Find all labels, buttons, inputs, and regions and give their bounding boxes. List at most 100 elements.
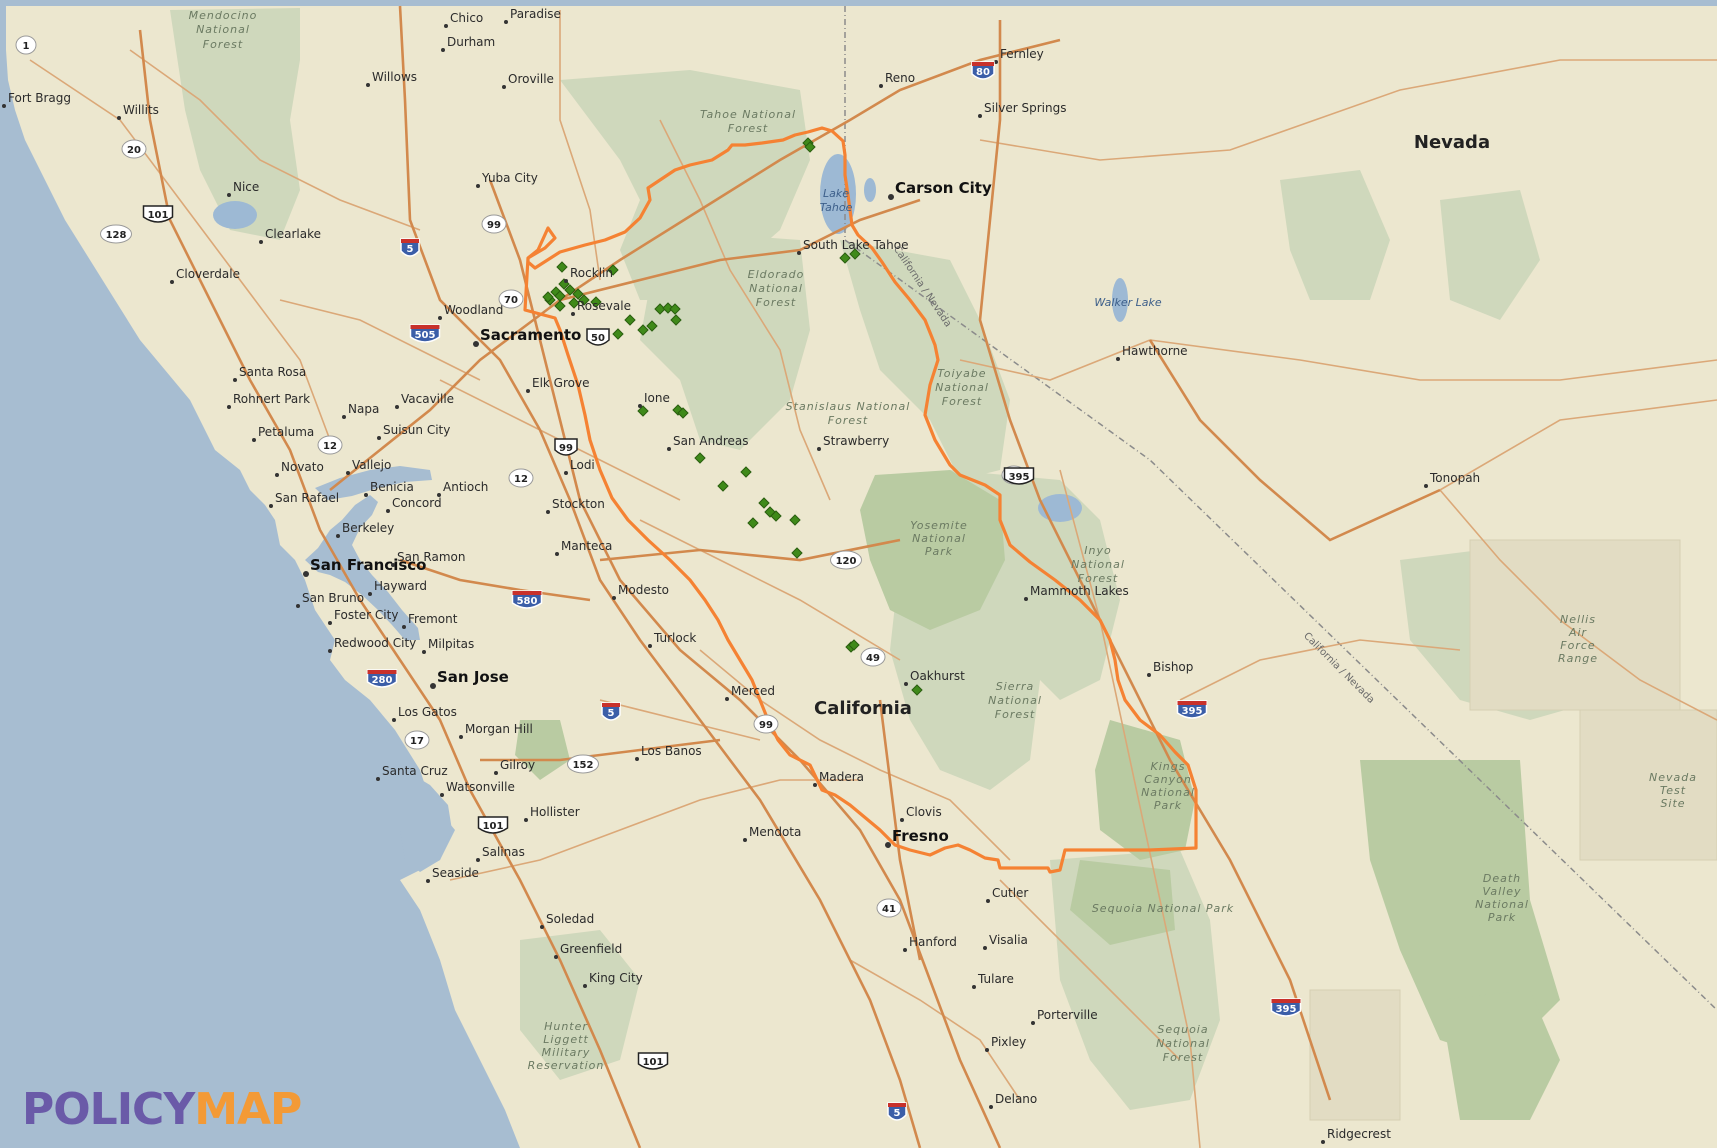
data-marker[interactable] [839, 252, 851, 264]
data-marker[interactable] [911, 684, 923, 696]
city-label-los-banos[interactable]: Los Banos [641, 744, 702, 758]
data-marker[interactable] [747, 517, 759, 529]
city-label-ridgecrest[interactable]: Ridgecrest [1327, 1127, 1391, 1141]
data-marker[interactable] [789, 514, 801, 526]
city-label-hollister[interactable]: Hollister [530, 805, 580, 819]
city-label-hanford[interactable]: Hanford [909, 935, 957, 949]
city-label-fresno[interactable]: Fresno [892, 827, 949, 845]
city-label-strawberry[interactable]: Strawberry [823, 434, 889, 448]
city-label-delano[interactable]: Delano [995, 1092, 1037, 1106]
city-label-hawthorne[interactable]: Hawthorne [1122, 344, 1188, 358]
city-label-santa-cruz[interactable]: Santa Cruz [382, 764, 448, 778]
city-label-pixley[interactable]: Pixley [991, 1035, 1026, 1049]
city-label-san-andreas[interactable]: San Andreas [673, 434, 748, 448]
city-label-silver-springs[interactable]: Silver Springs [984, 101, 1067, 115]
city-label-modesto[interactable]: Modesto [618, 583, 669, 597]
city-label-fremont[interactable]: Fremont [408, 612, 458, 626]
data-marker[interactable] [542, 291, 554, 303]
city-label-madera[interactable]: Madera [819, 770, 864, 784]
city-label-chico[interactable]: Chico [450, 11, 483, 25]
city-label-vallejo[interactable]: Vallejo [352, 458, 391, 472]
city-label-tulare[interactable]: Tulare [977, 972, 1014, 986]
data-marker[interactable] [572, 288, 584, 300]
data-marker[interactable] [848, 639, 860, 651]
city-label-oroville[interactable]: Oroville [508, 72, 554, 86]
city-label-concord[interactable]: Concord [392, 496, 442, 510]
city-label-redwood-city[interactable]: Redwood City [334, 636, 416, 650]
city-label-morgan-hill[interactable]: Morgan Hill [465, 722, 533, 736]
city-label-milpitas[interactable]: Milpitas [428, 637, 474, 651]
city-label-ione[interactable]: Ione [644, 391, 670, 405]
city-label-bishop[interactable]: Bishop [1153, 660, 1193, 674]
city-label-willows[interactable]: Willows [372, 70, 417, 84]
city-label-petaluma[interactable]: Petaluma [258, 425, 314, 439]
data-marker[interactable] [804, 141, 816, 153]
data-marker[interactable] [607, 264, 619, 276]
city-label-vacaville[interactable]: Vacaville [401, 392, 454, 406]
city-label-fernley[interactable]: Fernley [1000, 47, 1044, 61]
data-marker[interactable] [694, 452, 706, 464]
data-marker[interactable] [677, 407, 689, 419]
data-marker[interactable] [637, 324, 649, 336]
data-marker[interactable] [758, 497, 770, 509]
data-marker[interactable] [624, 314, 636, 326]
city-label-elk-grove[interactable]: Elk Grove [532, 376, 589, 390]
city-label-merced[interactable]: Merced [731, 684, 775, 698]
city-label-woodland[interactable]: Woodland [444, 303, 503, 317]
data-marker[interactable] [568, 297, 580, 309]
data-marker[interactable] [670, 314, 682, 326]
data-marker[interactable] [612, 328, 624, 340]
data-marker[interactable] [637, 405, 649, 417]
city-label-stockton[interactable]: Stockton [552, 497, 605, 511]
city-label-salinas[interactable]: Salinas [482, 845, 525, 859]
data-marker[interactable] [669, 303, 681, 315]
city-label-king-city[interactable]: King City [589, 971, 643, 985]
city-label-soledad[interactable]: Soledad [546, 912, 594, 926]
city-label-reno[interactable]: Reno [885, 71, 915, 85]
city-label-willits[interactable]: Willits [123, 103, 159, 117]
city-label-san-rafael[interactable]: San Rafael [275, 491, 339, 505]
city-label-nice[interactable]: Nice [233, 180, 259, 194]
city-label-clearlake[interactable]: Clearlake [265, 227, 321, 241]
city-label-watsonville[interactable]: Watsonville [446, 780, 515, 794]
region-boundary[interactable] [523, 126, 1198, 874]
data-marker[interactable] [556, 261, 568, 273]
city-label-gilroy[interactable]: Gilroy [500, 758, 535, 772]
city-label-mendota[interactable]: Mendota [749, 825, 801, 839]
city-label-paradise[interactable]: Paradise [510, 7, 561, 21]
city-label-novato[interactable]: Novato [281, 460, 324, 474]
city-label-foster-city[interactable]: Foster City [334, 608, 398, 622]
city-label-rohnert-park[interactable]: Rohnert Park [233, 392, 310, 406]
data-marker[interactable] [740, 466, 752, 478]
city-label-fort-bragg[interactable]: Fort Bragg [8, 91, 71, 105]
city-label-sacramento[interactable]: Sacramento [480, 326, 581, 344]
city-label-clovis[interactable]: Clovis [906, 805, 942, 819]
city-label-lodi[interactable]: Lodi [570, 458, 595, 472]
city-label-oakhurst[interactable]: Oakhurst [910, 669, 965, 683]
city-label-south-lake-tahoe[interactable]: South Lake Tahoe [803, 238, 908, 252]
city-label-mammoth-lakes[interactable]: Mammoth Lakes [1030, 584, 1129, 598]
city-label-hayward[interactable]: Hayward [374, 579, 427, 593]
city-label-berkeley[interactable]: Berkeley [342, 521, 394, 535]
data-marker[interactable] [849, 248, 861, 260]
city-label-san-bruno[interactable]: San Bruno [302, 591, 364, 605]
city-label-rosevale[interactable]: Rosevale [577, 299, 631, 313]
city-label-napa[interactable]: Napa [348, 402, 379, 416]
data-marker[interactable] [554, 300, 566, 312]
city-label-carson-city[interactable]: Carson City [895, 179, 992, 197]
data-marker[interactable] [578, 294, 590, 306]
city-label-tonopah[interactable]: Tonopah [1429, 471, 1480, 485]
city-label-suisun-city[interactable]: Suisun City [383, 423, 450, 437]
data-marker[interactable] [590, 296, 602, 308]
city-label-visalia[interactable]: Visalia [989, 933, 1028, 947]
city-label-santa-rosa[interactable]: Santa Rosa [239, 365, 306, 379]
city-label-san-jose[interactable]: San Jose [437, 668, 509, 686]
city-label-rocklin[interactable]: Rocklin [570, 266, 613, 280]
data-marker[interactable] [791, 547, 803, 559]
data-marker[interactable] [564, 284, 576, 296]
city-label-seaside[interactable]: Seaside [432, 866, 479, 880]
city-label-los-gatos[interactable]: Los Gatos [398, 705, 457, 719]
city-label-durham[interactable]: Durham [447, 35, 495, 49]
